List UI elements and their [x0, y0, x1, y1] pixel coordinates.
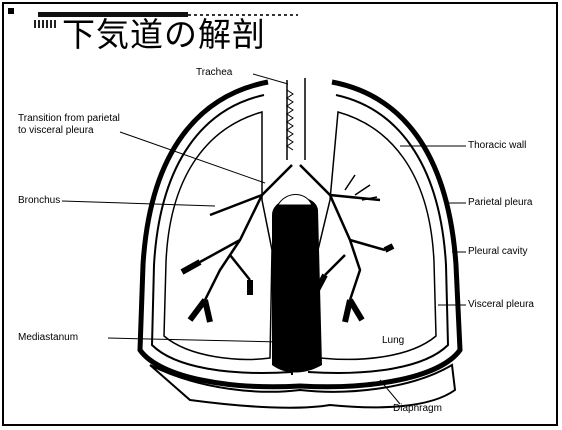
label-diaphragm: Diaphragm: [393, 403, 442, 415]
label-parietal-pleura: Parietal pleura: [468, 197, 532, 209]
mediastinum: [272, 197, 322, 372]
label-lung: Lung: [382, 335, 404, 347]
label-mediastinum: Mediastanum: [18, 332, 78, 344]
label-bronchus: Bronchus: [18, 195, 60, 207]
left-lung: [164, 112, 272, 359]
label-transition: Transition from parietal to visceral ple…: [18, 113, 120, 137]
label-pleural-cavity: Pleural cavity: [468, 246, 527, 258]
label-trachea: Trachea: [196, 67, 232, 79]
right-lung: [318, 112, 436, 359]
label-visceral-pleura: Visceral pleura: [468, 299, 534, 311]
label-thoracic-wall: Thoracic wall: [468, 140, 526, 152]
trachea-rings: [287, 90, 293, 150]
mediastinum-top: [278, 194, 312, 205]
